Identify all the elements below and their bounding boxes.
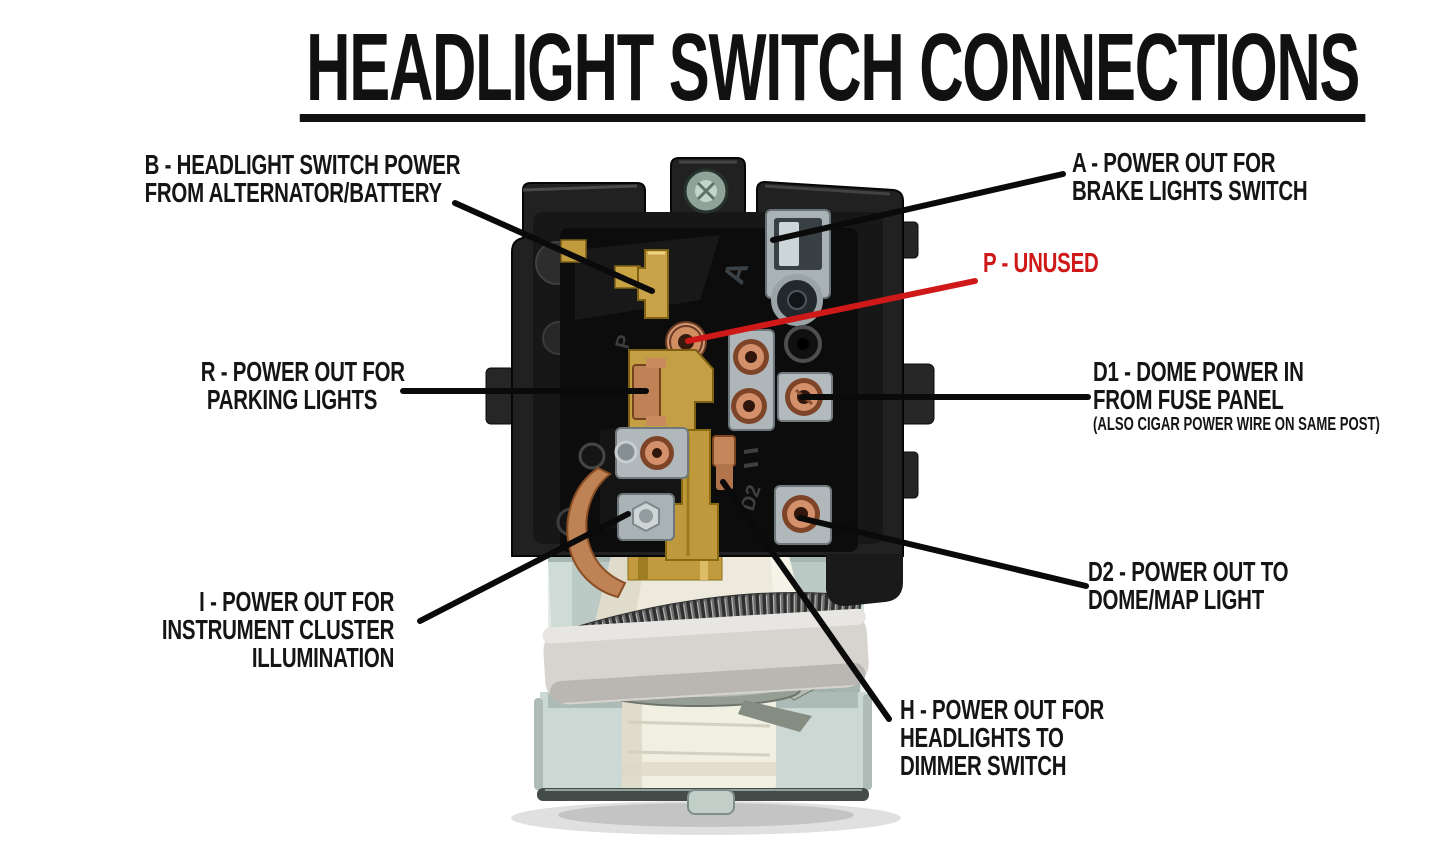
label-line: A - POWER OUT FOR xyxy=(1072,147,1276,178)
label-line: DOME/MAP LIGHT xyxy=(1088,584,1264,615)
label-a-brake-lights: A - POWER OUT FOR BRAKE LIGHTS SWITCH xyxy=(1072,147,1308,206)
label-line: BRAKE LIGHTS SWITCH xyxy=(1072,175,1308,206)
label-h-dimmer-switch: H - POWER OUT FOR HEADLIGHTS TO DIMMER S… xyxy=(900,696,1104,780)
callout-line-a xyxy=(770,171,1066,243)
label-line: FROM ALTERNATOR/BATTERY xyxy=(144,177,443,208)
label-d2-dome-map-light: D2 - POWER OUT TO DOME/MAP LIGHT xyxy=(1088,556,1289,615)
center-rivet-plate xyxy=(728,325,822,431)
callout-line-b xyxy=(452,200,655,294)
label-p-unused: P - UNUSED xyxy=(983,249,1099,277)
label-d1-note: (ALSO CIGAR POWER WIRE ON SAME POST) xyxy=(1093,414,1380,434)
label-line: R - POWER OUT FOR xyxy=(200,356,405,387)
label-line: D1 - DOME POWER IN xyxy=(1093,356,1304,387)
terminal-h xyxy=(712,435,759,490)
label-line: D2 - POWER OUT TO xyxy=(1088,556,1289,587)
mounting-screw xyxy=(683,168,729,214)
rheostat-assembly xyxy=(542,592,869,705)
callout-lines xyxy=(400,171,1091,722)
page-title: HEADLIGHT SWITCH CONNECTIONS xyxy=(0,19,1445,123)
label-line: INSTRUMENT CLUSTER xyxy=(161,614,394,645)
callout-line-p xyxy=(685,278,978,344)
marking-p: P xyxy=(612,333,637,352)
ceramic-ring xyxy=(542,608,869,705)
label-line: I - POWER OUT FOR xyxy=(199,586,394,617)
page-title-text: HEADLIGHT SWITCH CONNECTIONS xyxy=(299,19,1366,123)
label-r-parking-lights: R - POWER OUT FOR PARKING LIGHTS xyxy=(200,356,405,415)
label-line: FROM FUSE PANEL xyxy=(1093,384,1284,415)
label-line: ILLUMINATION xyxy=(251,642,395,673)
label-line: H - POWER OUT FOR xyxy=(900,694,1105,725)
terminal-d2: D2 xyxy=(737,482,832,545)
callout-line-i xyxy=(417,511,631,624)
label-d1-dome-power-in: D1 - DOME POWER IN FROM FUSE PANEL (ALSO… xyxy=(1093,358,1380,434)
label-line: DIMMER SWITCH xyxy=(900,750,1067,781)
label-i-instrument-cluster: I - POWER OUT FOR INSTRUMENT CLUSTER ILL… xyxy=(162,588,394,672)
label-line: B - HEADLIGHT SWITCH POWER xyxy=(144,149,461,180)
callout-line-h xyxy=(720,479,892,722)
callout-line-d2 xyxy=(797,515,1089,589)
label-line: P - UNUSED xyxy=(983,247,1099,278)
label-b-switch-power: B - HEADLIGHT SWITCH POWER FROM ALTERNAT… xyxy=(144,149,461,208)
label-line: HEADLIGHTS TO xyxy=(900,722,1064,753)
terminal-i xyxy=(617,493,675,541)
bracket-front-edge xyxy=(537,788,869,815)
lower-left-rivet-plate xyxy=(578,427,689,479)
label-line: PARKING LIGHTS xyxy=(206,384,378,415)
copper-strap xyxy=(566,466,627,599)
